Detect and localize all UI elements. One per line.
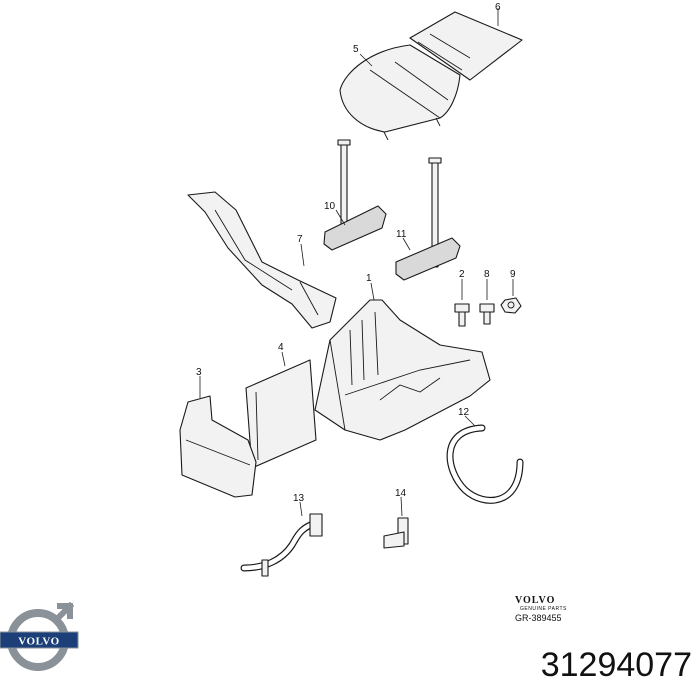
part-number: 31294077: [540, 646, 692, 684]
callout-3: 3: [196, 367, 202, 378]
part-10-hold-down: [323, 139, 387, 251]
logo-text: VOLVO: [18, 636, 59, 648]
part-2-bolt: [454, 303, 470, 327]
callout-10: 10: [324, 201, 336, 212]
part-14-connector: [383, 517, 409, 549]
callout-12: 12: [458, 407, 470, 418]
volvo-logo: VOLVO: [0, 601, 79, 671]
part-1-tray: [314, 299, 491, 441]
part-7-bracket: [187, 191, 337, 329]
callout-4: 4: [278, 342, 284, 353]
leader-lines: [199, 8, 514, 517]
part-5-cover: [339, 44, 461, 141]
callout-11: 11: [396, 229, 407, 240]
callout-13: 13: [293, 493, 305, 504]
part-8-bolt: [479, 303, 495, 325]
part-11-hold-down: [395, 157, 461, 281]
stamp-reference: GR-389455: [515, 613, 562, 623]
callout-8: 8: [484, 269, 490, 280]
stamp-subtitle: GENUINE PARTS: [520, 606, 567, 612]
callout-7: 7: [297, 234, 303, 245]
part-12-hose: [446, 424, 524, 504]
callout-14: 14: [395, 488, 407, 499]
callout-9: 9: [510, 269, 516, 280]
part-6-mat: [409, 11, 523, 81]
callout-6: 6: [495, 2, 501, 13]
part-13-cable: [240, 513, 323, 577]
part-9-nut: [500, 297, 522, 314]
stamp-brand: VOLVO: [515, 595, 556, 606]
callout-2: 2: [459, 269, 465, 280]
callout-5: 5: [353, 44, 359, 55]
part-3-shield: [179, 395, 257, 498]
callout-1: 1: [366, 273, 372, 284]
part-4-plate: [245, 359, 317, 469]
